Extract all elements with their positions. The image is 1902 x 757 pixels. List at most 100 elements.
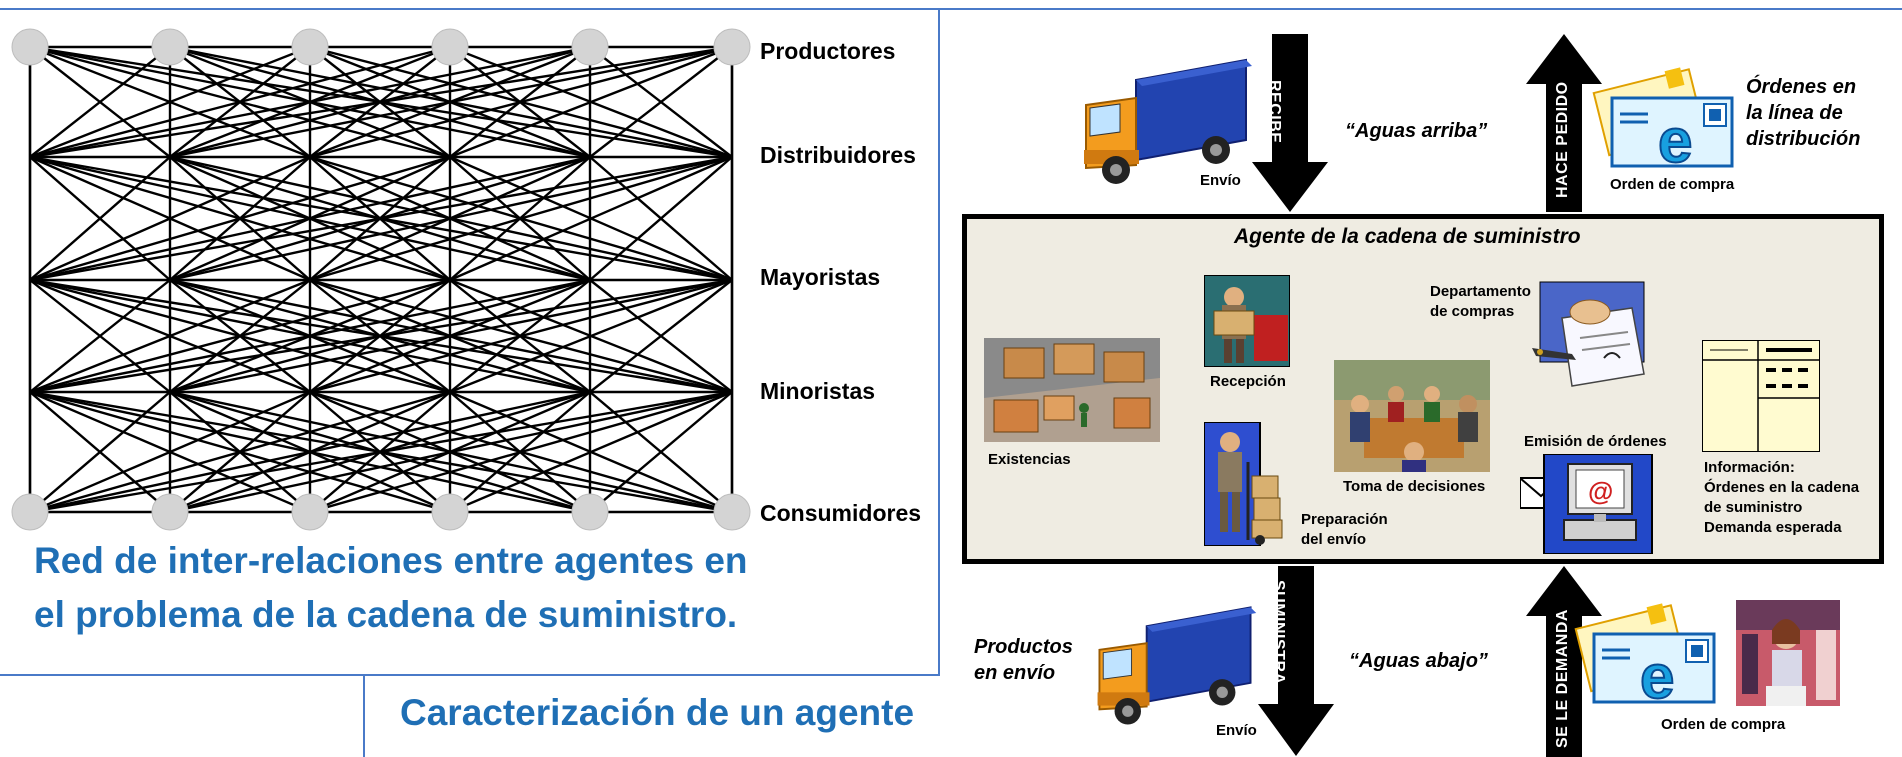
suministra-label: SUMINISTRA bbox=[1270, 580, 1287, 685]
network-connection bbox=[29, 278, 451, 394]
level-label-consumidores: Consumidores bbox=[760, 500, 922, 526]
recepcion-label: Recepción bbox=[1210, 373, 1286, 390]
top-divider-right bbox=[940, 8, 1902, 10]
existencias-label: Existencias bbox=[988, 451, 1071, 468]
envio-bottom-label: Envío bbox=[1216, 722, 1257, 739]
network-connection bbox=[589, 156, 733, 281]
network-connection bbox=[309, 278, 733, 394]
suministra-arrow bbox=[1258, 566, 1334, 756]
informacion-line3: de suministro bbox=[1704, 499, 1803, 516]
network-connection bbox=[29, 45, 733, 159]
hace-pedido-arrow bbox=[1526, 34, 1602, 212]
producer-node bbox=[291, 28, 329, 66]
purchase-order-email-bottom-icon: e bbox=[1574, 603, 1716, 710]
panel-bottom-border bbox=[0, 674, 940, 676]
network-connection bbox=[449, 45, 733, 159]
network-connection bbox=[449, 278, 733, 394]
informacion-label: Información: Órdenes en la cadena de sum… bbox=[1704, 458, 1859, 538]
email-computer-icon: @ bbox=[1520, 454, 1653, 554]
consumer-node bbox=[11, 493, 49, 531]
network-connection bbox=[29, 278, 311, 394]
shopper-icon bbox=[1736, 600, 1840, 706]
shipping-preparation-icon bbox=[1204, 422, 1283, 546]
network-connection bbox=[29, 155, 311, 282]
network-connection bbox=[169, 45, 733, 159]
informacion-line2: Órdenes en la cadena bbox=[1704, 479, 1860, 496]
network-nodes bbox=[11, 28, 751, 531]
network-connection bbox=[29, 156, 171, 281]
truck-bottom-icon bbox=[1097, 606, 1257, 725]
level-label-mayoristas: Mayoristas bbox=[760, 264, 881, 290]
producer-node bbox=[151, 28, 189, 66]
producer-node bbox=[713, 28, 751, 66]
purchase-order-email-top-icon: e bbox=[1592, 67, 1734, 174]
decision-meeting-icon bbox=[1334, 360, 1490, 472]
consumer-node bbox=[431, 493, 469, 531]
envio-top-label: Envío bbox=[1200, 172, 1241, 189]
network-connection bbox=[589, 279, 733, 393]
network-connection bbox=[169, 278, 733, 394]
orden-compra-top-label: Orden de compra bbox=[1610, 176, 1735, 193]
consumer-node bbox=[713, 493, 751, 531]
ordenes-linea-line3: distribución bbox=[1746, 128, 1861, 150]
departamento-compras-label: Departamento de compras bbox=[1430, 282, 1531, 322]
network-connection bbox=[29, 390, 451, 514]
subtitle-left-border bbox=[363, 676, 365, 757]
network-connections bbox=[28, 45, 734, 514]
ordenes-linea-label: Órdenes en la línea de distribución bbox=[1746, 74, 1860, 152]
producer-node bbox=[11, 28, 49, 66]
panel-right-border bbox=[938, 8, 940, 676]
svg-text:e: e bbox=[1640, 643, 1674, 710]
agent-network-diagram bbox=[11, 28, 751, 531]
preparacion-line2: del envío bbox=[1301, 531, 1367, 548]
information-document-icon bbox=[1702, 340, 1820, 452]
agent-box-title: Agente de la cadena de suministro bbox=[1234, 225, 1581, 248]
network-connection bbox=[29, 45, 591, 159]
network-connection bbox=[29, 390, 591, 514]
network-connection bbox=[29, 390, 311, 514]
network-connection bbox=[449, 390, 733, 514]
network-connection bbox=[29, 278, 733, 394]
reception-worker-icon bbox=[1204, 275, 1290, 367]
toma-decisiones-label: Toma de decisiones bbox=[1343, 478, 1486, 495]
ordenes-linea-line1: Órdenes en bbox=[1746, 76, 1857, 98]
network-caption-line1: Red de inter-relaciones entre agentes en bbox=[34, 540, 748, 581]
producer-node bbox=[571, 28, 609, 66]
aguas-arriba-label: “Aguas arriba” bbox=[1345, 120, 1488, 142]
network-connection bbox=[29, 46, 171, 158]
informacion-line4: Demanda esperada bbox=[1704, 519, 1842, 536]
network-connection bbox=[29, 155, 591, 282]
productos-line1: Productos bbox=[974, 636, 1073, 658]
svg-text:e: e bbox=[1658, 107, 1692, 174]
preparacion-line1: Preparación bbox=[1301, 511, 1388, 528]
network-connection bbox=[309, 45, 733, 159]
network-connection bbox=[29, 390, 733, 514]
consumer-node bbox=[151, 493, 189, 531]
orden-compra-bottom-label: Orden de compra bbox=[1661, 716, 1786, 733]
departamento-line2: de compras bbox=[1430, 303, 1515, 320]
warehouse-icon bbox=[984, 338, 1160, 442]
network-connection bbox=[29, 45, 451, 159]
network-connection bbox=[29, 391, 171, 513]
page-subtitle: Caracterización de un agente bbox=[400, 692, 915, 733]
recibe-label: RECIBE bbox=[1266, 80, 1283, 144]
network-connection bbox=[29, 155, 451, 282]
informacion-line1: Información: bbox=[1704, 459, 1795, 476]
ordenes-linea-line2: la línea de bbox=[1746, 102, 1843, 124]
productos-envio-label: Productos en envío bbox=[974, 634, 1073, 686]
network-caption-line2: el problema de la cadena de suministro. bbox=[34, 594, 738, 635]
recibe-arrow bbox=[1252, 34, 1328, 212]
network-connection bbox=[449, 155, 733, 282]
departamento-line1: Departamento bbox=[1430, 283, 1531, 300]
level-label-minoristas: Minoristas bbox=[760, 378, 876, 404]
network-connection bbox=[589, 46, 733, 158]
truck-top-icon bbox=[1084, 58, 1252, 184]
network-connection bbox=[169, 390, 733, 514]
consumer-node bbox=[571, 493, 609, 531]
hace-pedido-label: HACE PEDIDO bbox=[1554, 81, 1571, 198]
producer-node bbox=[431, 28, 469, 66]
network-connection bbox=[29, 279, 171, 393]
network-connection bbox=[29, 278, 591, 394]
se-le-demanda-arrow bbox=[1526, 566, 1602, 757]
network-connection bbox=[169, 155, 733, 282]
